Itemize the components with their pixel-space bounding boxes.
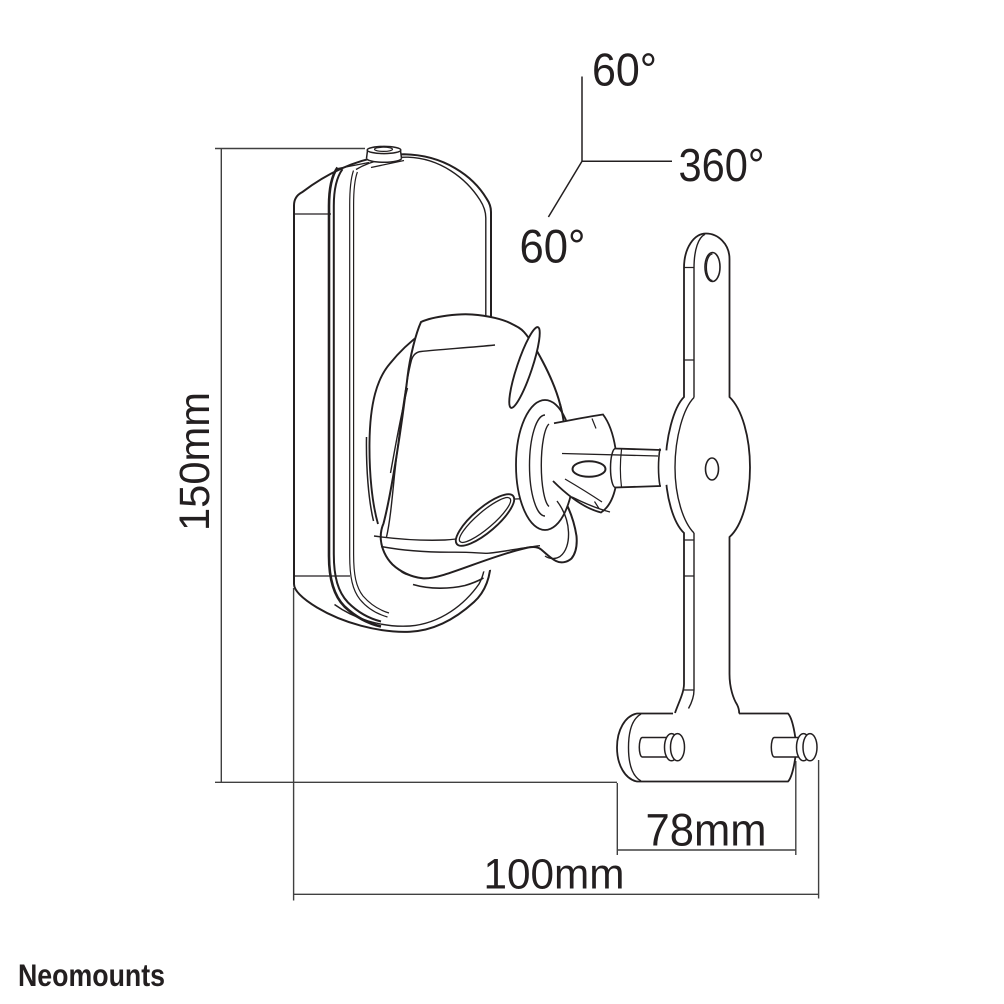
svg-text:150mm: 150mm <box>171 392 219 531</box>
svg-text:100mm: 100mm <box>484 851 625 899</box>
svg-text:Neomounts: Neomounts <box>18 957 165 993</box>
svg-text:60°: 60° <box>520 220 586 273</box>
svg-text:360°: 360° <box>679 139 765 191</box>
svg-text:60°: 60° <box>592 44 657 96</box>
svg-text:78mm: 78mm <box>646 805 767 856</box>
